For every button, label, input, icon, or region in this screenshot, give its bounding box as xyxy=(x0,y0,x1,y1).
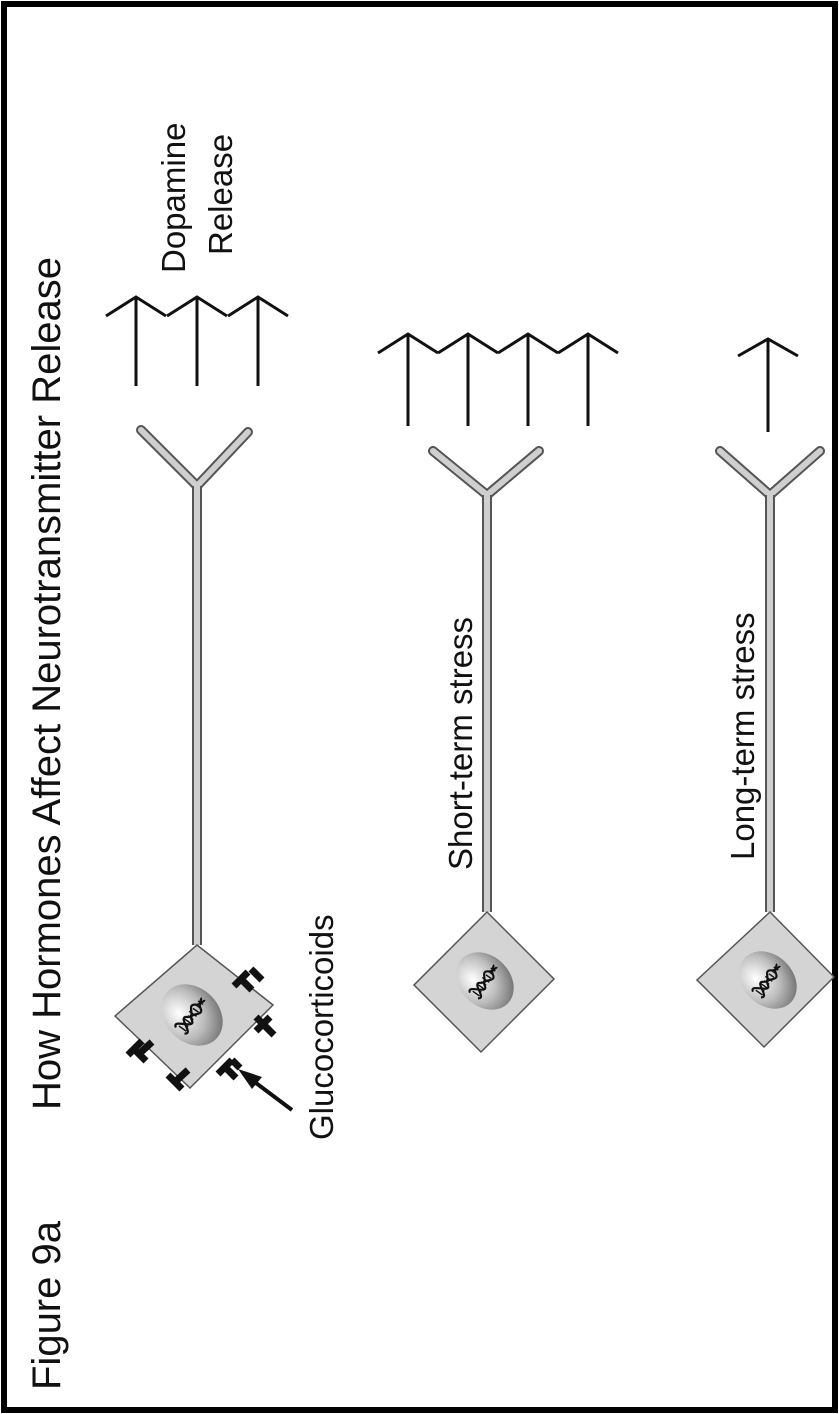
receptor-label: Glucocorticoids xyxy=(303,914,340,1140)
release-label-line-1: Dopamine xyxy=(155,123,192,273)
release-arrow xyxy=(377,332,439,426)
nucleus xyxy=(161,984,223,1046)
receptor xyxy=(125,1038,145,1058)
release-label-line-2: Release xyxy=(202,134,239,255)
release-arrows xyxy=(377,332,619,426)
dendrite xyxy=(136,425,253,491)
nucleus xyxy=(739,951,797,1009)
dendrite xyxy=(715,446,825,500)
release-arrows xyxy=(105,295,289,386)
condition-label-long-term: Long-term stress xyxy=(724,612,761,860)
release-arrow xyxy=(437,332,499,426)
figure-label: Figure 9a xyxy=(25,1220,69,1390)
neuron-baseline xyxy=(105,295,289,1092)
receptor xyxy=(215,1057,243,1081)
receptor xyxy=(231,966,265,993)
nucleus xyxy=(456,952,514,1010)
condition-label-short-term: Short-term stress xyxy=(442,617,479,870)
dendrite xyxy=(428,446,544,500)
glucocorticoid-pointer-arrow xyxy=(238,1069,294,1112)
release-arrow xyxy=(227,295,289,386)
figure-title: How Hormones Affect Neurotransmitter Rel… xyxy=(25,257,69,1110)
neuron-short-term-stress xyxy=(377,332,619,1054)
release-arrow xyxy=(557,332,619,426)
release-arrow xyxy=(105,295,167,386)
neuron-long-term-stress xyxy=(695,337,836,1049)
release-arrow xyxy=(166,295,228,386)
glucocorticoid-receptors xyxy=(125,966,277,1092)
release-arrow xyxy=(497,332,559,426)
release-arrow xyxy=(737,337,799,432)
receptor xyxy=(253,1014,277,1038)
receptor xyxy=(165,1067,191,1092)
release-arrows xyxy=(737,337,799,432)
